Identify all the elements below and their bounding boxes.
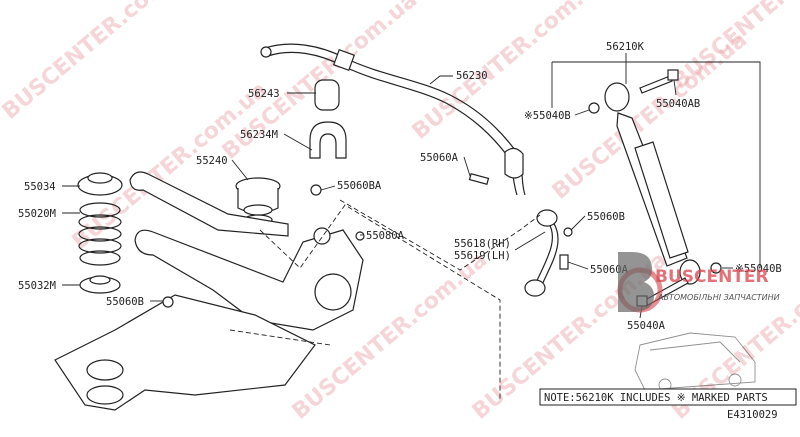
bushing-clamp bbox=[309, 121, 347, 159]
label-55080A: 55080A bbox=[366, 230, 405, 242]
subframe-mount bbox=[86, 385, 124, 405]
label-55040A: 55040A bbox=[627, 320, 666, 332]
part-labels: 56230 56243 56234M 55240 55034 55020M 55… bbox=[18, 41, 782, 332]
leader-lines bbox=[62, 53, 761, 400]
logo-brand: BUSCENTER bbox=[655, 267, 769, 287]
stabilizer-bushing bbox=[314, 79, 340, 111]
label-56243: 56243 bbox=[248, 88, 280, 100]
knuckle-lower-arm bbox=[134, 229, 364, 331]
hub-opening bbox=[314, 273, 352, 311]
label-55240: 55240 bbox=[196, 155, 228, 167]
stabilizer-link bbox=[468, 173, 573, 297]
van-illustration bbox=[634, 332, 756, 392]
label-55040B-bottom: ※55040B bbox=[735, 263, 782, 275]
label-55060A: 55060A bbox=[420, 152, 459, 164]
watermark: BUSCENTER.com.ua bbox=[408, 0, 612, 145]
label-55032M: 55032M bbox=[18, 280, 56, 292]
label-55034: 55034 bbox=[24, 181, 56, 193]
rear-subframe bbox=[54, 294, 316, 411]
note-text: NOTE:56210K INCLUDES ※ MARKED PARTS bbox=[544, 392, 768, 404]
watermark: BUSCENTER.com.ua bbox=[668, 0, 800, 95]
label-55020M: 55020M bbox=[18, 208, 56, 220]
label-55619-lh: 55619(LH) bbox=[454, 250, 511, 262]
spring-lower-seat bbox=[79, 275, 121, 294]
label-55040AB: 55040AB bbox=[656, 98, 700, 110]
buscenter-logo: BUSCENTER АВТОМОБІЛЬНІ ЗАПЧАСТИНИ bbox=[617, 252, 780, 313]
diagram-code: E4310029 bbox=[727, 409, 778, 421]
subframe-mount bbox=[86, 359, 124, 381]
nut-55060BA bbox=[310, 184, 322, 196]
label-55060BA: 55060BA bbox=[337, 180, 382, 192]
label-55618-rh: 55618(RH) bbox=[454, 238, 511, 250]
label-55040B-top: ※55040B bbox=[524, 110, 571, 122]
coil-spring bbox=[78, 202, 122, 266]
label-55060B-right: 55060B bbox=[587, 211, 625, 223]
nut-55060B bbox=[162, 296, 174, 308]
logo-tagline: АВТОМОБІЛЬНІ ЗАПЧАСТИНИ bbox=[657, 293, 780, 302]
stabilizer-bar bbox=[260, 43, 526, 196]
label-55060B: 55060B bbox=[106, 296, 144, 308]
note-box bbox=[539, 388, 797, 406]
label-56210K: 56210K bbox=[606, 41, 645, 53]
upper-link-arm bbox=[129, 171, 289, 237]
label-56230: 56230 bbox=[456, 70, 488, 82]
bushing bbox=[313, 227, 331, 245]
label-56234M: 56234M bbox=[240, 129, 278, 141]
spring-upper-seat bbox=[77, 172, 123, 196]
bolt-55080A bbox=[355, 231, 365, 241]
shock-absorber bbox=[588, 69, 722, 307]
watermark: BUSCENTER.com.ua bbox=[0, 0, 202, 125]
